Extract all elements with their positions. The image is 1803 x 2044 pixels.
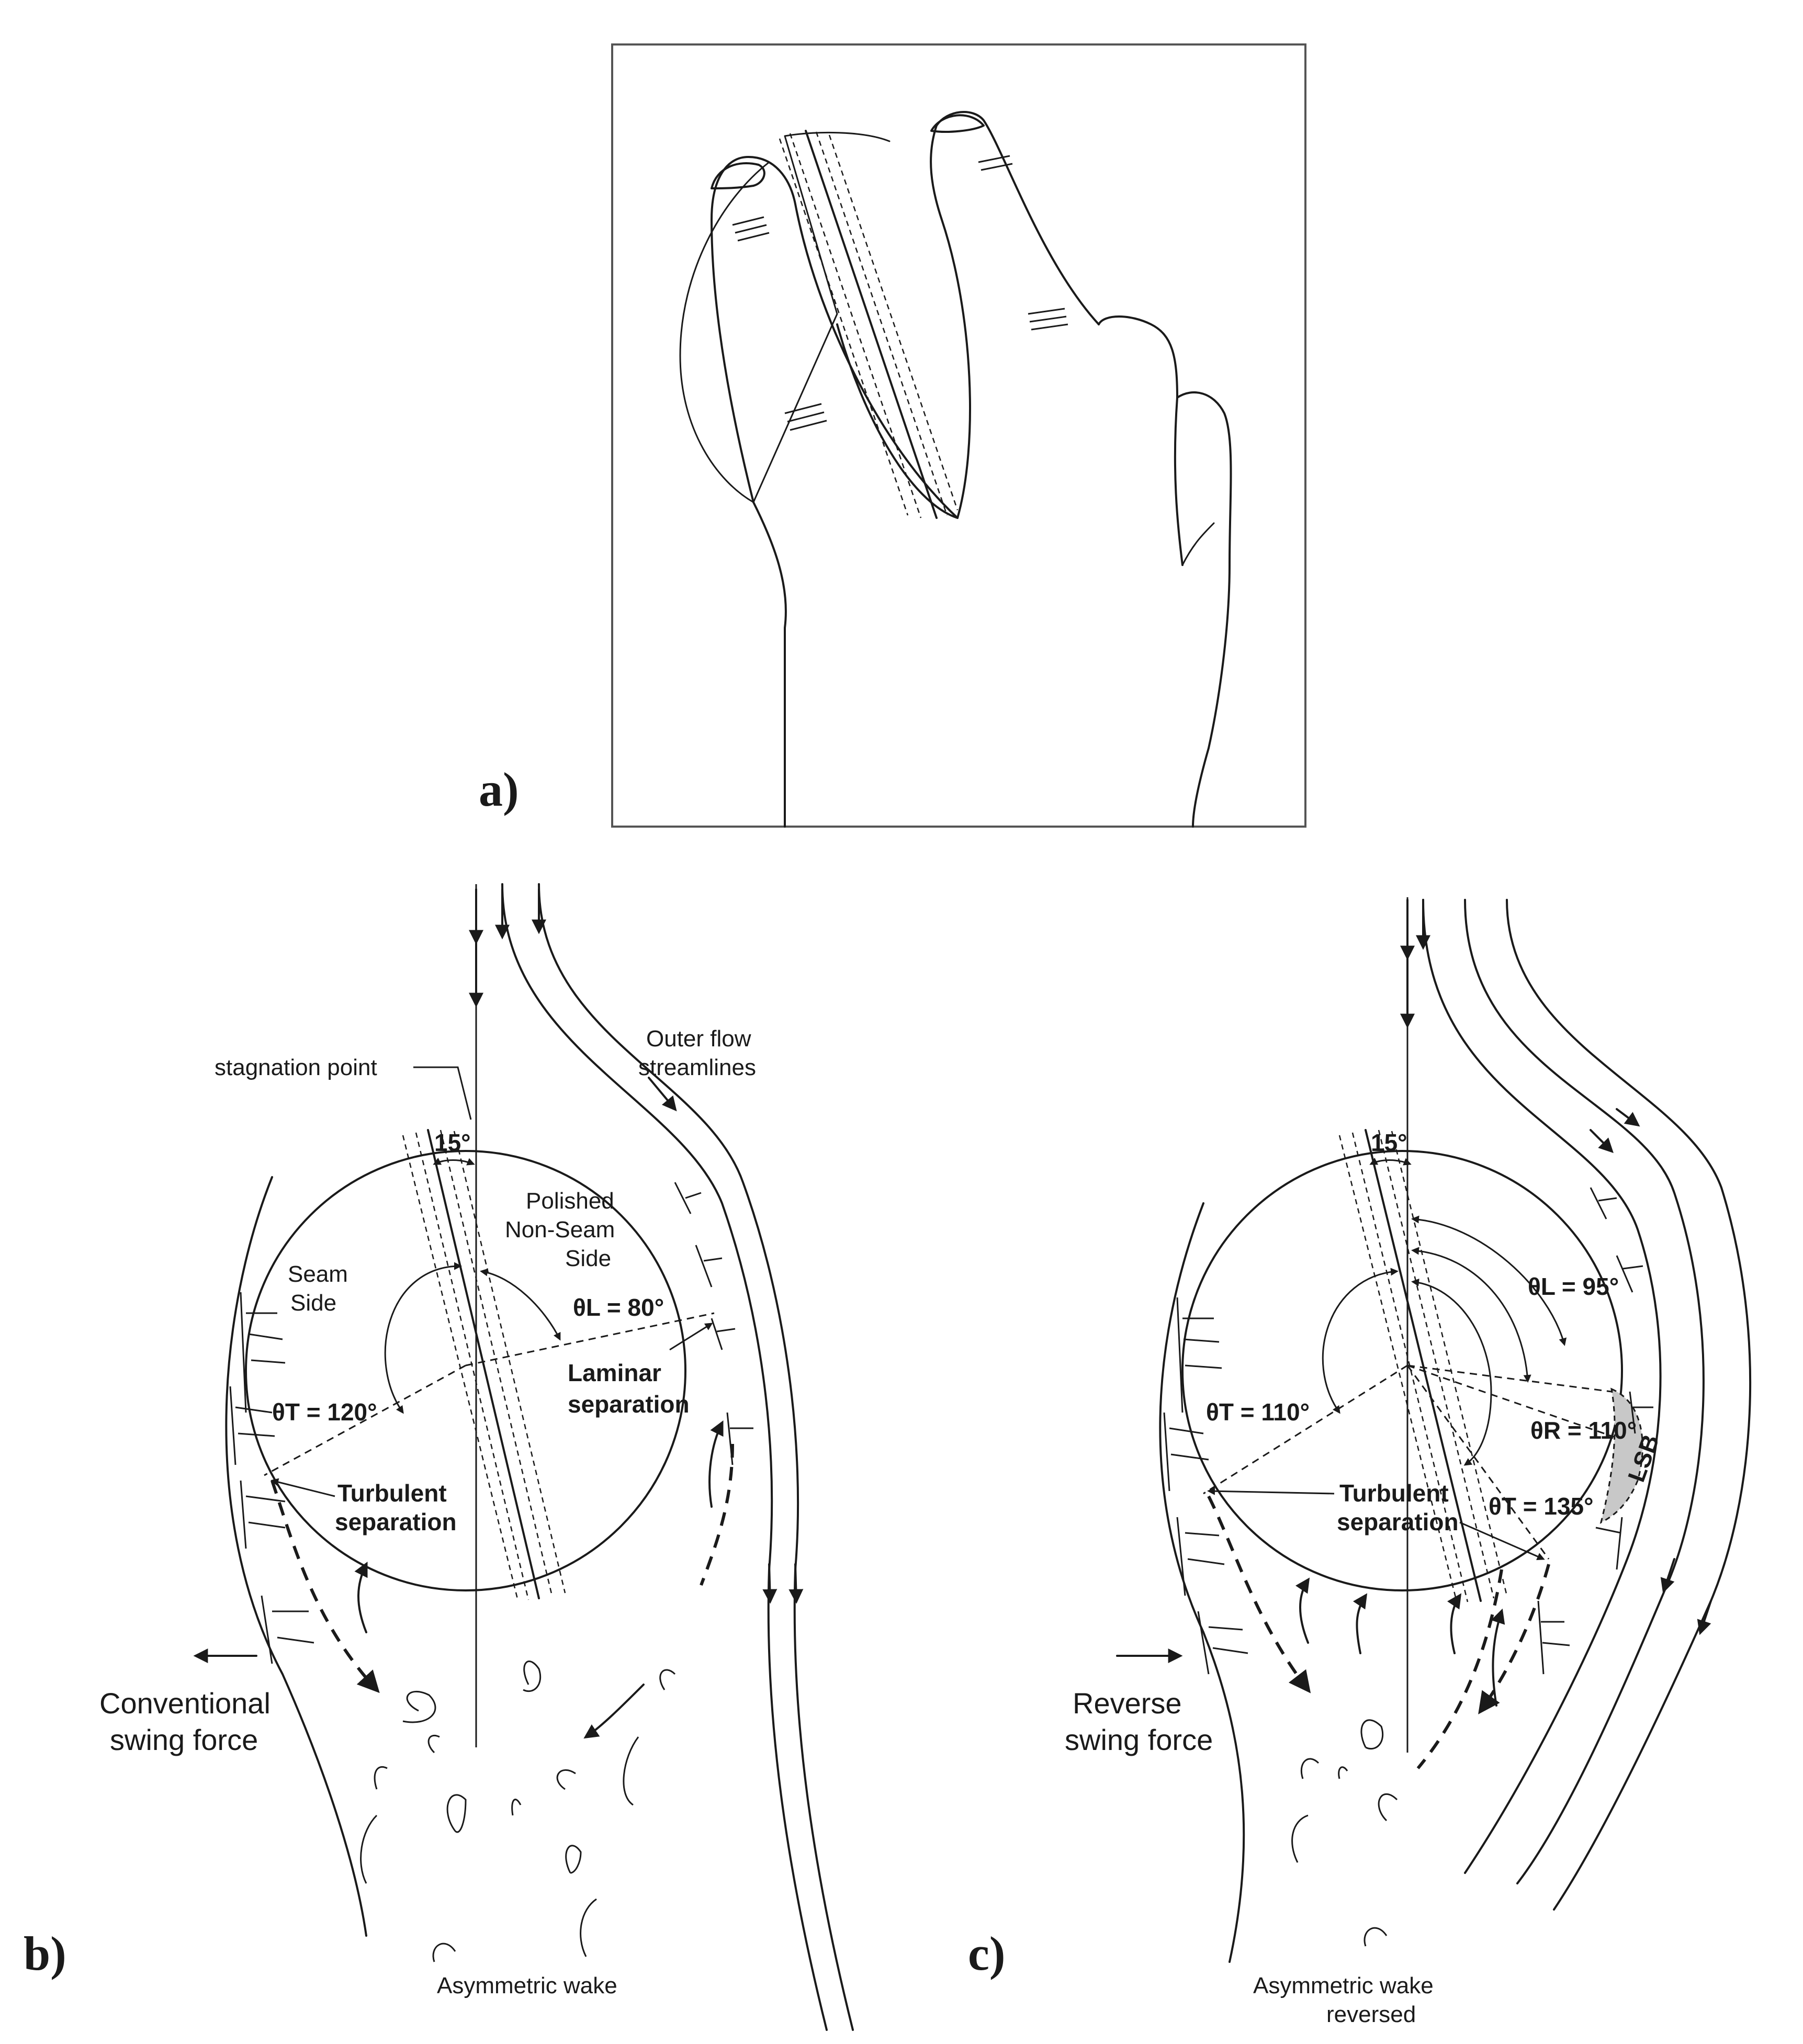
outer-streamline-c3 <box>1506 899 1752 1911</box>
reverse-force-2: swing force <box>1065 1723 1213 1756</box>
panel-a-letter: a) <box>479 763 519 816</box>
outer-streamline-arrow-e <box>788 1563 804 1604</box>
wake-flow-b-4 <box>354 1561 368 1633</box>
turbulent-leader-b <box>271 1478 335 1497</box>
outer-arrow-c3 <box>1616 1108 1640 1127</box>
panel-a-frame <box>611 43 1306 828</box>
seam-side-2: Side <box>290 1290 336 1316</box>
wake-eddies-c <box>1291 1719 1398 1947</box>
turbulent-leader-c-right <box>1459 1521 1545 1561</box>
wake-flow-c-6 <box>1491 1608 1505 1707</box>
polished-2: Non-Seam <box>505 1217 615 1243</box>
seam-angle-arc-c <box>1369 1157 1412 1166</box>
wake-eddies-b <box>360 1661 676 1962</box>
theta-t-arc-b <box>384 1262 462 1414</box>
outer-streamline-2 <box>538 883 854 2031</box>
outer-arrow-c2 <box>1590 1129 1614 1153</box>
wake-flow-b-2 <box>700 1443 734 1586</box>
theta-t-b: θT = 120° <box>272 1398 377 1426</box>
seam-side-1: Seam <box>288 1261 348 1287</box>
seam-angle-b: 15° <box>434 1129 471 1156</box>
turbulent-sep-b-2: separation <box>335 1508 457 1535</box>
stagnation-point-label: stagnation point <box>215 1055 377 1080</box>
theta-t-right-arc-c <box>1411 1278 1492 1466</box>
outer-arrow-c4 <box>1660 1558 1675 1594</box>
wake-c-2: reversed <box>1326 2002 1416 2027</box>
outer-streamline-arrow-d <box>762 1563 777 1604</box>
theta-r-arc-c <box>1411 1247 1531 1383</box>
outer-streamline-arrow-c <box>648 1077 677 1112</box>
stagnation-leader <box>413 1066 472 1120</box>
wake-flow-b-1 <box>271 1480 380 1693</box>
panel-b: stagnation point Outer flow streamlines … <box>24 883 854 2031</box>
theta-l-c: θL = 95° <box>1528 1273 1619 1300</box>
wake-left-boundary <box>225 1176 367 1937</box>
seam-angle-arc-b <box>433 1157 475 1166</box>
middle-finger <box>930 111 1100 519</box>
outer-flow-label-1: Outer flow <box>646 1026 751 1052</box>
reverse-force-1: Reverse <box>1073 1687 1182 1720</box>
turbulent-sep-b-1: Turbulent <box>337 1480 447 1507</box>
outer-streamline-1 <box>501 883 828 2031</box>
wake-flow-b-3 <box>708 1420 724 1508</box>
knuckle-creases <box>732 155 1068 431</box>
theta-l-b: θL = 80° <box>573 1294 664 1321</box>
panel-b-letter: b) <box>24 1927 66 1980</box>
wake-flow-b-5 <box>583 1684 645 1739</box>
hand-back <box>752 501 787 828</box>
hand-grip-drawing <box>679 111 1232 828</box>
theta-t-right-c: θT = 135° <box>1489 1493 1594 1520</box>
wake-c-1: Asymmetric wake <box>1253 1973 1434 1998</box>
conv-force-2: swing force <box>110 1723 258 1756</box>
ball-b <box>245 1150 686 1591</box>
wake-left-boundary-c <box>1159 1202 1245 1963</box>
theta-l-line-b <box>465 1312 715 1367</box>
bl-profiles-c-left <box>1163 1297 1248 1675</box>
theta-t-left-arc-c <box>1322 1268 1399 1414</box>
outer-streamline-c2 <box>1464 899 1705 1884</box>
wake-b: Asymmetric wake <box>437 1973 617 1998</box>
theta-t-left-line-c <box>1203 1364 1408 1495</box>
index-finger <box>711 156 959 519</box>
little-finger <box>1176 391 1232 828</box>
lsb-bubble <box>1599 1387 1643 1524</box>
outer-arrow-c5 <box>1697 1600 1712 1635</box>
wake-flow-c-5 <box>1295 1577 1310 1644</box>
polished-3: Side <box>565 1246 611 1271</box>
conv-force-1: Conventional <box>99 1687 271 1720</box>
middle-fingernail <box>930 114 985 133</box>
theta-l-line-c <box>1407 1364 1612 1393</box>
panel-c-letter: c) <box>968 1927 1005 1980</box>
outer-flow-label-2: streamlines <box>638 1055 756 1080</box>
theta-r-c: θR = 110° <box>1530 1417 1637 1444</box>
wake-flow-c-2 <box>1478 1564 1550 1714</box>
wake-flow-c-1 <box>1207 1495 1311 1693</box>
wake-flow-c-3 <box>1416 1569 1503 1769</box>
laminar-sep-2: separation <box>568 1391 690 1418</box>
theta-l-arc-b <box>480 1268 561 1341</box>
finger-gap <box>1181 522 1215 566</box>
wake-flow-c-7 <box>1353 1593 1368 1654</box>
laminar-sep-1: Laminar <box>568 1359 661 1386</box>
outer-streamline-c1 <box>1422 899 1662 1874</box>
wake-flow-c-4 <box>1447 1593 1462 1654</box>
panel-a: a) <box>479 43 1306 828</box>
turbulent-sep-c-2: separation <box>1337 1508 1459 1535</box>
laminar-leader <box>669 1323 713 1351</box>
seam-angle-c: 15° <box>1371 1129 1407 1156</box>
polished-1: Polished <box>526 1188 614 1214</box>
bl-profiles-c-right <box>1537 1187 1653 1675</box>
turbulent-sep-c-1: Turbulent <box>1339 1480 1449 1507</box>
index-fingernail <box>711 162 765 189</box>
ring-finger <box>1098 315 1184 566</box>
panel-c: LSB <box>968 897 1752 2027</box>
turbulent-leader-c-left <box>1207 1487 1335 1495</box>
theta-t-left-c: θT = 110° <box>1206 1398 1310 1426</box>
panel-a-seam <box>779 130 959 519</box>
ball-c <box>1181 1150 1623 1591</box>
bl-profiles-b-right <box>674 1182 753 1465</box>
bl-profiles-b-left <box>229 1292 314 1664</box>
seam-b <box>402 1129 566 1601</box>
